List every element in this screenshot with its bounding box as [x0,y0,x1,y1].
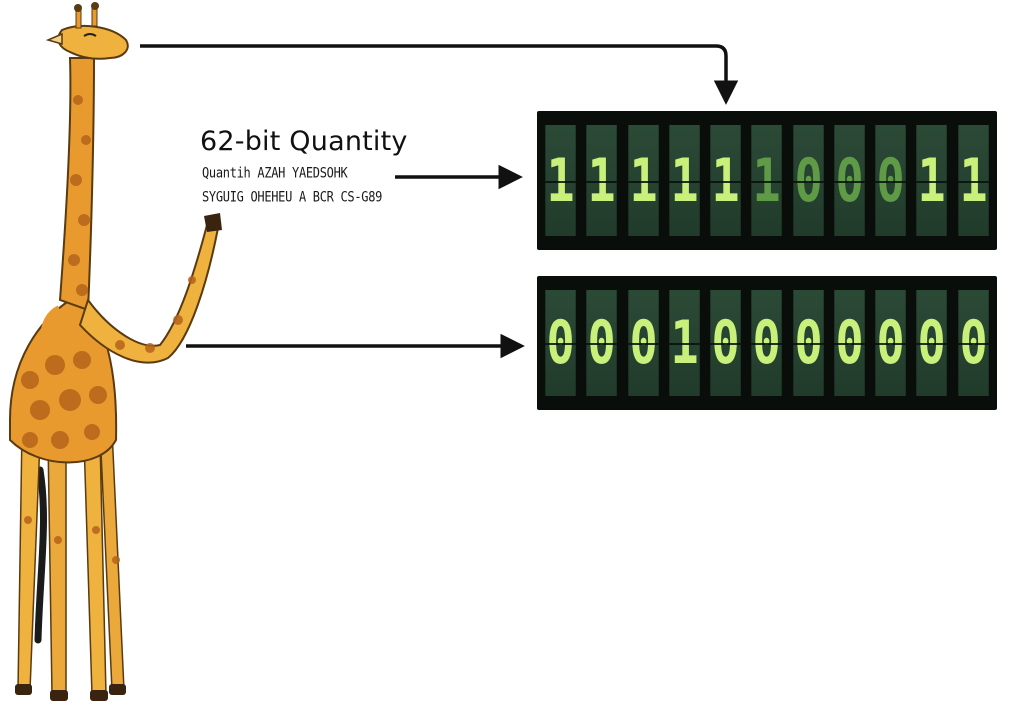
digit-cell: 0 [834,290,865,396]
digit-cell: 1 [710,125,742,236]
giraffe-ear [45,32,63,45]
quantity-label-line2: SYGUIG OHEHEU A BCR CS-G89 [202,188,383,206]
digit-cell: 0 [792,125,824,236]
giraffe-raised-leg [78,223,220,364]
digit-cell: 0 [545,290,576,396]
digit-cell: 0 [792,290,824,396]
digit-cell: 1 [586,125,618,236]
giraffe-back-leg [17,428,41,691]
digit-cell: 0 [916,290,948,396]
giraffe-spots [21,95,196,564]
giraffe-hoof [15,684,32,695]
digit-cell: 1 [669,290,700,396]
digit-cell: 0 [627,290,659,396]
digit-cell: 0 [751,290,783,396]
digit-cell: 1 [627,125,659,236]
giraffe-hoof [109,684,126,695]
digit-cell: 1 [751,125,783,236]
giraffe-back-leg [47,438,67,696]
digit-cell: 0 [875,290,907,396]
quantity-label-title: 62-bit Quantity [200,126,408,157]
arrow-down-icon [140,44,739,105]
digit-cell: 1 [545,125,576,236]
giraffe-tail [34,466,47,644]
giraffe-hoof [50,690,68,701]
digit-cell: 0 [710,290,742,396]
giraffe-illustration [9,2,222,701]
giraffe-eye [83,33,97,37]
digit-cell: 0 [586,290,618,396]
digit-cell: 1 [669,125,700,236]
digit-cell: 0 [875,125,907,236]
giraffe-head [57,24,129,60]
giraffe-hoof [90,690,108,701]
quantity-label-line1: Quantih AZAH YAEDSOHK [202,164,348,182]
digit-cell: 1 [916,125,948,236]
digit-cell: 0 [957,290,989,396]
giraffe-raised-hoof [204,213,222,232]
digit-cell: 1 [957,125,989,236]
digit-cell: 0 [834,125,865,236]
